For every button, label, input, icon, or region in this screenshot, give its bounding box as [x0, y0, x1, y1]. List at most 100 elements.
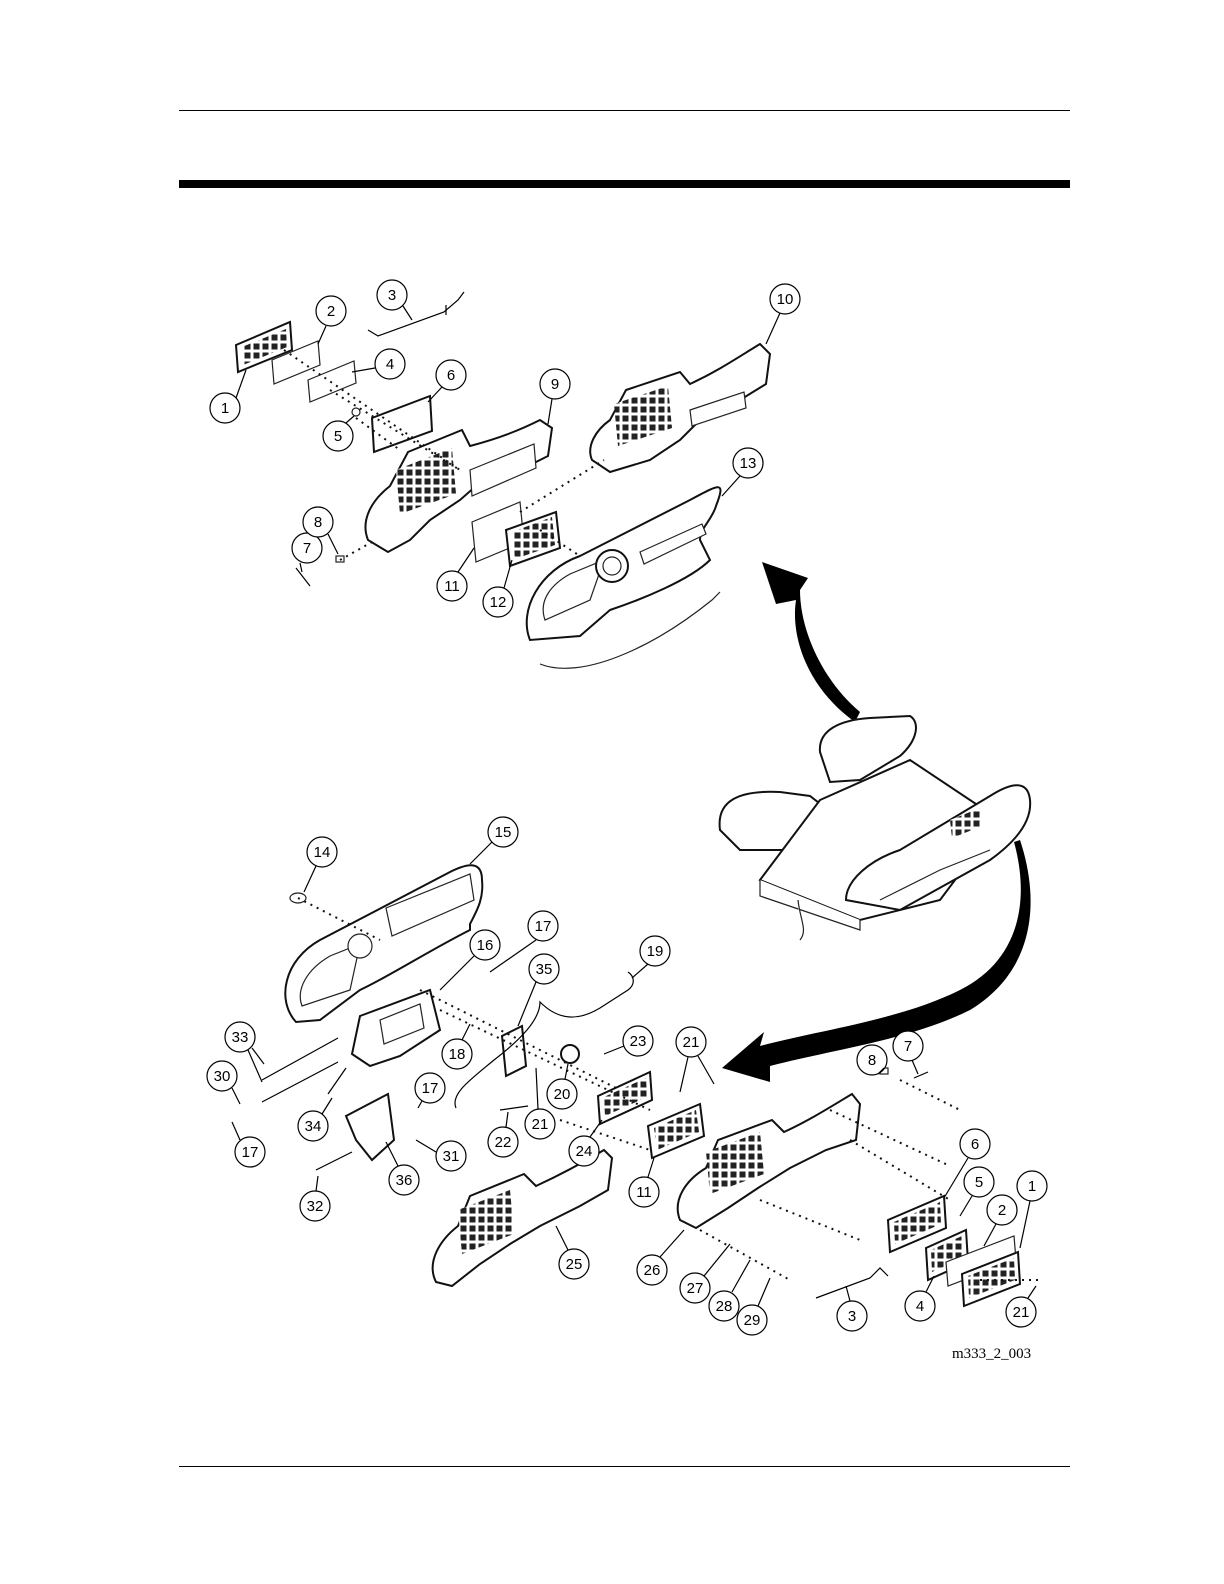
svg-text:12: 12	[490, 594, 507, 611]
part-rod-33	[262, 1038, 338, 1080]
svg-text:7: 7	[303, 540, 311, 557]
svg-text:6: 6	[971, 1136, 979, 1153]
callout: 3	[377, 280, 412, 320]
callout: 13	[722, 448, 763, 496]
callout: 1	[210, 370, 246, 423]
callout: 3	[837, 1286, 867, 1331]
svg-text:5: 5	[975, 1174, 983, 1191]
callout: 35	[518, 954, 559, 1026]
callout: 10	[766, 284, 800, 344]
callout: 17	[232, 1122, 265, 1167]
svg-text:1: 1	[221, 400, 229, 417]
svg-text:25: 25	[566, 1256, 583, 1273]
callout: 7	[893, 1031, 923, 1074]
svg-text:33: 33	[232, 1029, 249, 1046]
svg-text:32: 32	[307, 1198, 324, 1215]
svg-text:18: 18	[449, 1046, 466, 1063]
svg-text:8: 8	[868, 1052, 876, 1069]
part-small-5	[352, 408, 360, 416]
arrow-up	[762, 562, 860, 722]
callout: 12	[483, 560, 513, 617]
callout: 36	[386, 1142, 419, 1195]
svg-text:21: 21	[683, 1034, 700, 1051]
part-speaker-20	[561, 1045, 579, 1063]
svg-text:27: 27	[687, 1280, 704, 1297]
callout: 32	[300, 1176, 330, 1221]
callout: 1	[1017, 1171, 1047, 1248]
svg-text:11: 11	[444, 578, 460, 595]
callout: 4	[905, 1276, 935, 1321]
callout: 19	[632, 936, 670, 978]
callout: 24	[569, 1120, 602, 1166]
svg-text:24: 24	[576, 1143, 593, 1160]
svg-text:29: 29	[744, 1312, 761, 1329]
callout: 17	[415, 1073, 445, 1108]
part-clip-22	[500, 1106, 528, 1110]
callout: 11	[629, 1158, 659, 1207]
callout: 21	[1006, 1286, 1036, 1327]
callout: 18	[442, 1024, 472, 1069]
callout: 20	[547, 1064, 577, 1109]
svg-text:26: 26	[644, 1262, 661, 1279]
svg-text:35: 35	[536, 961, 553, 978]
svg-text:7: 7	[904, 1038, 912, 1055]
part-cable-19	[455, 972, 633, 1108]
svg-text:17: 17	[422, 1080, 439, 1097]
callout: 9	[540, 369, 570, 424]
svg-text:15: 15	[495, 824, 512, 841]
svg-text:14: 14	[314, 844, 331, 861]
svg-text:4: 4	[386, 356, 394, 373]
callout: 4	[352, 349, 405, 379]
part-cover-upper	[372, 396, 432, 452]
svg-text:8: 8	[314, 514, 322, 531]
svg-text:30: 30	[214, 1068, 231, 1085]
part-rod-32	[316, 1152, 352, 1170]
svg-text:21: 21	[532, 1116, 549, 1133]
part-bracket-16	[352, 990, 440, 1066]
callout: 34	[298, 1098, 332, 1141]
figure-id-label: m333_2_003	[952, 1346, 1031, 1363]
callout: 21	[676, 1027, 714, 1092]
svg-text:6: 6	[447, 367, 455, 384]
callout: 29	[737, 1278, 770, 1335]
callout: 31	[416, 1140, 466, 1171]
svg-text:16: 16	[477, 937, 494, 954]
svg-text:17: 17	[535, 918, 552, 935]
callout: 8	[857, 1045, 887, 1075]
svg-text:10: 10	[777, 291, 794, 308]
callout: 11	[437, 548, 474, 601]
svg-text:4: 4	[916, 1298, 924, 1315]
svg-text:34: 34	[305, 1118, 322, 1135]
svg-text:13: 13	[740, 455, 757, 472]
callout: 7	[292, 533, 322, 572]
lower-assembly	[262, 865, 1040, 1306]
svg-text:11: 11	[636, 1184, 652, 1201]
footer-rule	[179, 1466, 1070, 1467]
bed-overview	[720, 716, 1031, 940]
part-bracket-36	[346, 1094, 394, 1160]
svg-text:20: 20	[554, 1086, 571, 1103]
part-keypad-11-lower	[648, 1104, 704, 1158]
svg-text:31: 31	[443, 1148, 460, 1165]
svg-text:3: 3	[388, 287, 396, 304]
callout: 5	[323, 416, 354, 451]
callout: 23	[604, 1026, 653, 1056]
part-pin-7	[296, 568, 310, 586]
part-spring-34	[328, 1068, 346, 1094]
svg-text:36: 36	[396, 1172, 413, 1189]
callout: 25	[556, 1226, 589, 1279]
svg-text:23: 23	[630, 1033, 647, 1050]
svg-text:9: 9	[551, 376, 559, 393]
part-side-panel-26	[678, 1094, 860, 1228]
callout: 6	[428, 360, 466, 402]
callout: 14	[304, 837, 337, 892]
part-pin-7-lower	[914, 1072, 928, 1078]
callout: 26	[637, 1230, 684, 1285]
svg-text:19: 19	[647, 943, 664, 960]
part-cable-3-lower	[816, 1268, 888, 1298]
callout: 2	[316, 296, 346, 344]
svg-text:5: 5	[334, 428, 342, 445]
callout: 30	[207, 1061, 240, 1104]
part-side-rail-15	[285, 865, 482, 1022]
